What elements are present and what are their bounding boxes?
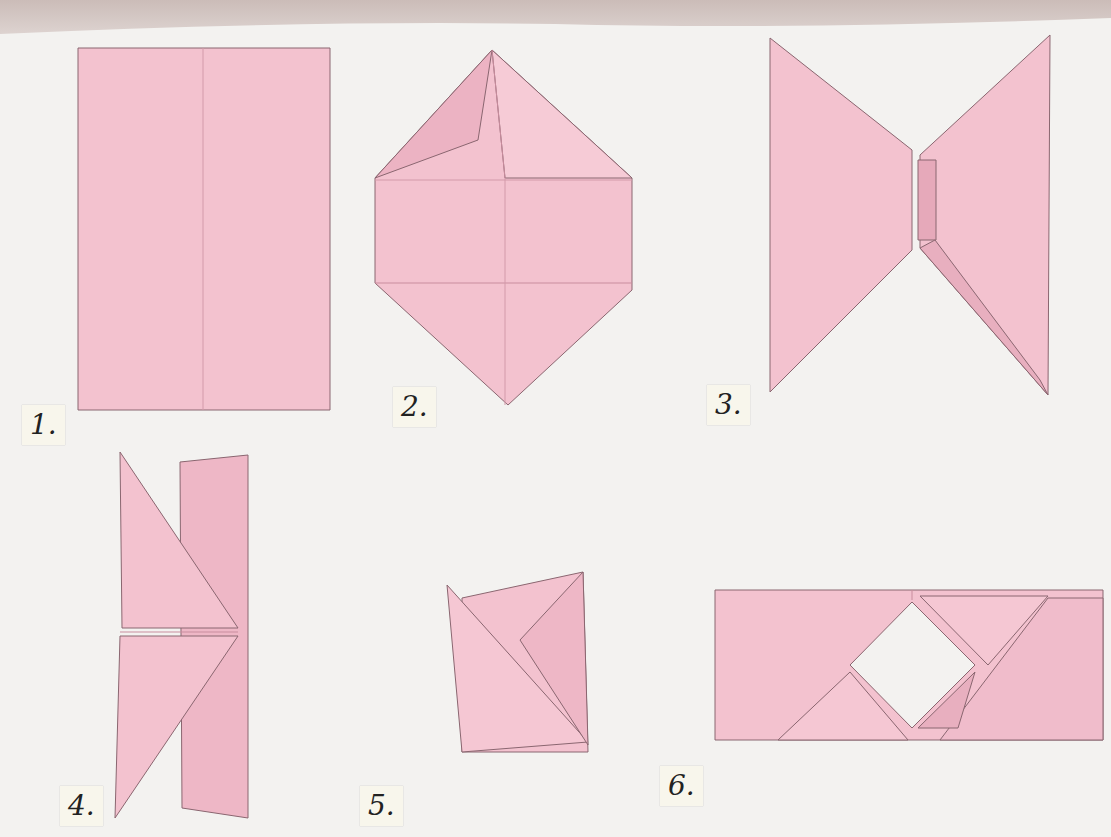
step-number: 4. [60,786,103,826]
step-4-paper [115,452,248,818]
step-number: 2. [393,387,436,427]
step-number: 3. [707,385,750,425]
background-edge [0,0,1111,34]
step-number: 5. [360,786,403,826]
step-number: 6. [660,766,703,806]
step-number: 1. [22,405,65,445]
step-2-paper [375,50,632,405]
step-5-paper [447,572,588,752]
step-1-paper [78,48,330,410]
step-6-paper [715,590,1103,740]
step-3-paper [770,35,1050,395]
